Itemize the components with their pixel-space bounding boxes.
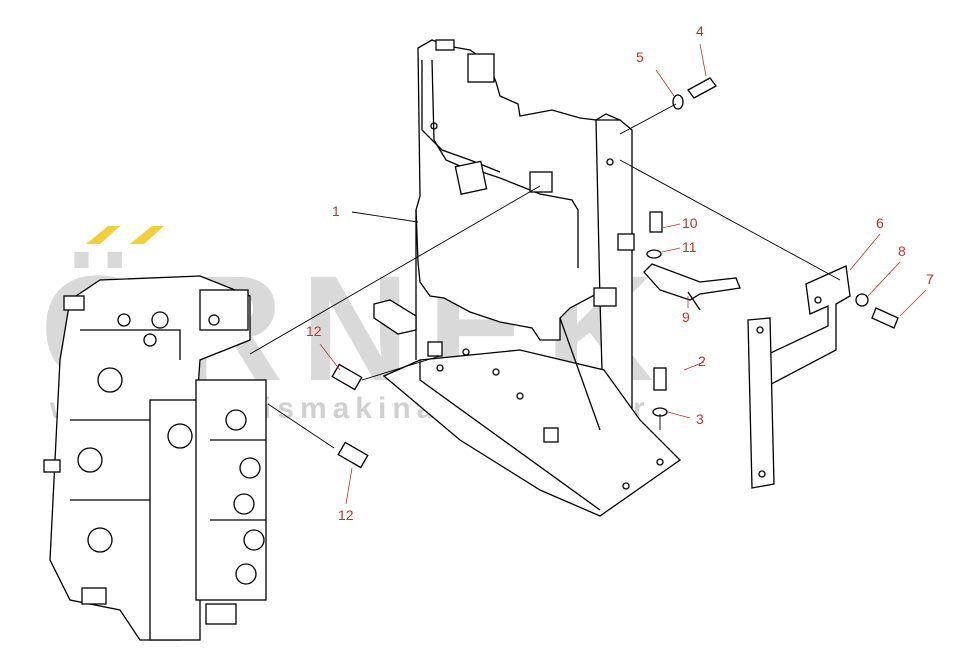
bracket-hole: [656, 458, 664, 466]
bracket-side-tab: [593, 287, 617, 307]
valve-port: [87, 527, 113, 553]
leader-10: [661, 223, 681, 229]
watermark-accent-left: [86, 226, 120, 244]
washer-5: [672, 94, 684, 110]
leader-12a: [319, 343, 341, 371]
leader-6: [849, 233, 881, 271]
assembly-line: [249, 185, 541, 355]
strap-upper: [759, 265, 851, 392]
leader-1: [351, 211, 419, 223]
valve-fitting: [63, 295, 85, 311]
assembly-line: [267, 403, 335, 449]
callout-5: 5: [636, 49, 644, 65]
leader-4: [699, 43, 707, 77]
valve-port: [151, 311, 169, 329]
callout-3: 3: [696, 411, 704, 427]
callout-6: 6: [876, 215, 884, 231]
valve-port: [97, 367, 123, 393]
assembly-line: [361, 355, 441, 381]
assembly-lines: [249, 103, 841, 449]
callout-1: 1: [332, 203, 340, 219]
bracket-hole: [606, 158, 614, 166]
bracket-hole: [436, 364, 444, 372]
bracket-base-clip: [543, 427, 559, 443]
bolt-4: [687, 77, 717, 99]
strap-lower: [747, 317, 775, 489]
sensor-12-lower: [337, 441, 369, 469]
callout-7: 7: [926, 271, 934, 287]
callout-10: 10: [682, 215, 698, 231]
callout-12-lower: 12: [338, 507, 354, 523]
valve-port: [225, 409, 247, 431]
bracket-side-clip: [617, 233, 635, 251]
strap-hole: [756, 326, 764, 334]
watermark-accent-right: [130, 226, 164, 244]
part-9-clamp: [643, 263, 741, 311]
callout-2: 2: [698, 353, 706, 369]
part-1-bracket: [373, 39, 682, 517]
bracket-base-plate: [382, 349, 682, 517]
bolt-10: [649, 211, 663, 233]
leader-3: [667, 411, 691, 419]
strap-hole: [814, 296, 822, 304]
bracket-mid-edge: [559, 317, 601, 431]
bolt-2: [653, 367, 667, 391]
washer-8: [855, 293, 869, 307]
bracket-upper-tab: [454, 160, 488, 195]
clamp-body: [643, 263, 741, 301]
leader-2: [683, 361, 705, 371]
bracket-hole: [516, 392, 524, 400]
valve-port: [117, 313, 131, 327]
valve-fitting: [81, 587, 107, 605]
bracket-hole: [462, 348, 470, 356]
assembly-line: [619, 103, 677, 135]
leader-12b: [345, 467, 353, 505]
valve-port: [143, 333, 157, 347]
sensor-12-upper: [331, 363, 363, 391]
callout-labels: 1 2 3 4 5 6 7 8 9 10 11 12 12: [306, 23, 934, 523]
valve-port: [167, 423, 193, 449]
washer-11: [646, 249, 662, 259]
leader-8: [867, 261, 901, 297]
bracket-hole: [622, 482, 630, 490]
bracket-hole: [492, 368, 500, 376]
bracket-left-tab: [373, 299, 417, 335]
bracket-hole: [430, 122, 438, 130]
valve-port: [243, 529, 265, 551]
clamp-edge: [687, 291, 701, 311]
valve-port: [208, 314, 220, 326]
bracket-left-clip: [427, 341, 443, 357]
bolt-7: [871, 307, 899, 329]
callout-8: 8: [898, 243, 906, 259]
strap-hole: [758, 470, 766, 478]
valve-fitting: [43, 459, 61, 473]
callout-12-upper: 12: [306, 323, 322, 339]
callout-9: 9: [682, 309, 690, 325]
bracket-top-connector: [467, 53, 495, 83]
leader-7: [899, 289, 927, 317]
bracket-base-edge: [419, 360, 601, 511]
callout-11: 11: [682, 239, 697, 255]
valve-port: [233, 493, 255, 515]
valve-port: [239, 457, 261, 479]
valve-fitting: [205, 603, 237, 625]
bracket-top-block: [435, 39, 455, 51]
callout-4: 4: [696, 23, 704, 39]
leader-5: [655, 69, 675, 97]
valve-detail-lines: [70, 329, 266, 521]
valve-port: [77, 447, 103, 473]
bracket-top-slot: [529, 171, 553, 193]
callout-leaders: [319, 43, 927, 505]
valve-top-block: [199, 289, 249, 331]
fasteners: [331, 77, 899, 469]
valve-port: [235, 563, 257, 585]
control-valve-assembly: [43, 275, 267, 641]
leader-11: [661, 247, 681, 253]
part-6-strap: [747, 265, 851, 489]
bracket-back-plate: [415, 39, 621, 341]
bracket-inner-fold: [431, 59, 579, 268]
assembly-line: [619, 159, 841, 281]
